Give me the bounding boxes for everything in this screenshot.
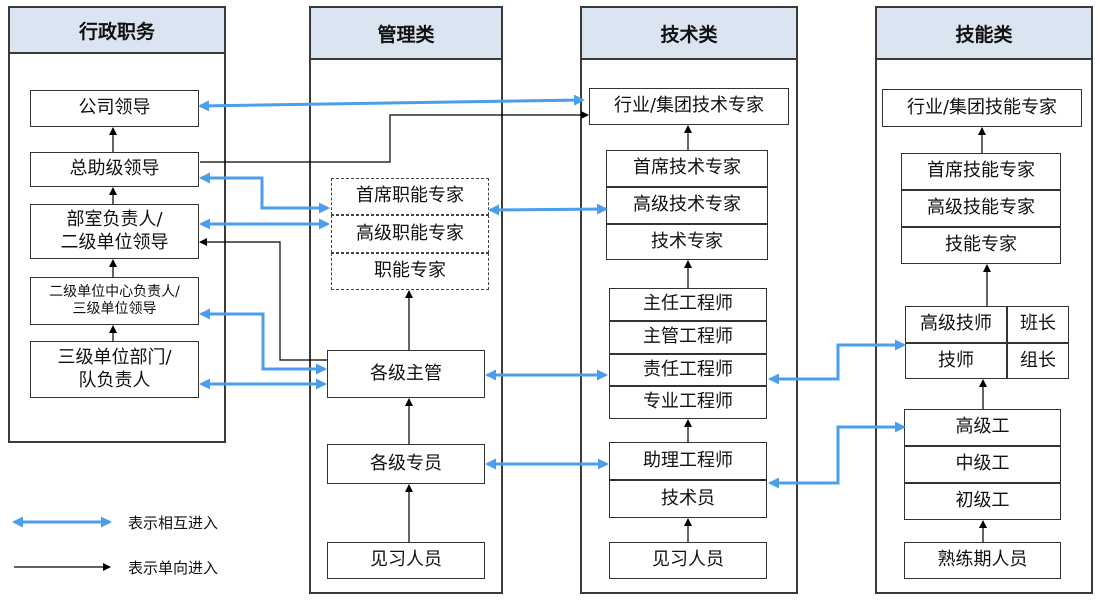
arrow-mutual-func-tech <box>488 203 608 216</box>
box-lead-engineer: 主管工程师 <box>609 321 767 354</box>
box-professional-engineer: 专业工程师 <box>609 386 767 419</box>
box-team-head: 三级单位部门/ 队负责人 <box>30 341 199 398</box>
box-company-leader: 公司领导 <box>30 90 199 127</box>
box-assistant-engineer: 助理工程师 <box>609 442 767 480</box>
box-technician-skill: 技师 <box>905 343 1007 379</box>
box-tech-trainee: 见习人员 <box>609 542 767 579</box>
column-management-title: 管理类 <box>311 8 501 60</box>
column-skill-title: 技能类 <box>877 8 1091 60</box>
box-squad-leader: 班长 <box>1007 306 1069 343</box>
box-chief-tech-expert: 首席技术专家 <box>606 150 768 187</box>
box-senior-skill-expert: 高级技能专家 <box>901 190 1061 227</box>
arrow-oneway-asst-to-tech <box>200 111 589 163</box>
box-center-head: 二级单位中心负责人/ 三级单位领导 <box>30 277 199 325</box>
box-mgmt-trainee: 见习人员 <box>327 542 485 579</box>
box-senior-technician: 高级技师 <box>905 306 1007 343</box>
box-industry-skill-expert: 行业/集团技能专家 <box>882 89 1082 127</box>
arrow-mutual-asst-func <box>199 172 330 214</box>
column-admin-title: 行政职务 <box>10 8 224 54</box>
box-supervisor: 各级主管 <box>327 350 485 398</box>
box-industry-tech-expert: 行业/集团技术专家 <box>589 88 789 125</box>
box-skill-expert: 技能专家 <box>901 227 1061 264</box>
box-technician: 技术员 <box>609 480 767 518</box>
arrow-mutual-tech-skill-lower <box>768 421 906 489</box>
box-senior-functional-expert: 高级职能专家 <box>331 215 489 253</box>
box-senior-tech-expert: 高级技术专家 <box>606 187 768 224</box>
box-probation-staff: 熟练期人员 <box>904 542 1061 579</box>
legend-oneway-label: 表示单向进入 <box>128 559 219 577</box>
box-tech-expert: 技术专家 <box>606 224 768 260</box>
arrow-mutual-leader-tech <box>198 94 585 112</box>
box-junior-worker: 初级工 <box>904 483 1061 520</box>
box-principal-engineer: 主任工程师 <box>609 288 767 321</box>
box-senior-worker: 高级工 <box>904 409 1061 446</box>
box-assistant-leader: 总助级领导 <box>30 152 199 187</box>
box-functional-expert: 职能专家 <box>331 253 489 290</box>
box-group-leader: 组长 <box>1007 343 1069 379</box>
column-technical-title: 技术类 <box>582 8 796 60</box>
legend-mutual-label: 表示相互进入 <box>128 514 219 532</box>
box-specialist: 各级专员 <box>327 444 485 484</box>
arrow-mutual-tech-skill-upper <box>768 339 906 385</box>
arrow-mutual-center-supervisor <box>199 308 327 375</box>
box-responsible-engineer: 责任工程师 <box>609 354 767 386</box>
box-chief-functional-expert: 首席职能专家 <box>331 178 489 215</box>
box-chief-skill-expert: 首席技能专家 <box>901 153 1061 190</box>
box-department-head: 部室负责人/ 二级单位领导 <box>30 204 199 259</box>
